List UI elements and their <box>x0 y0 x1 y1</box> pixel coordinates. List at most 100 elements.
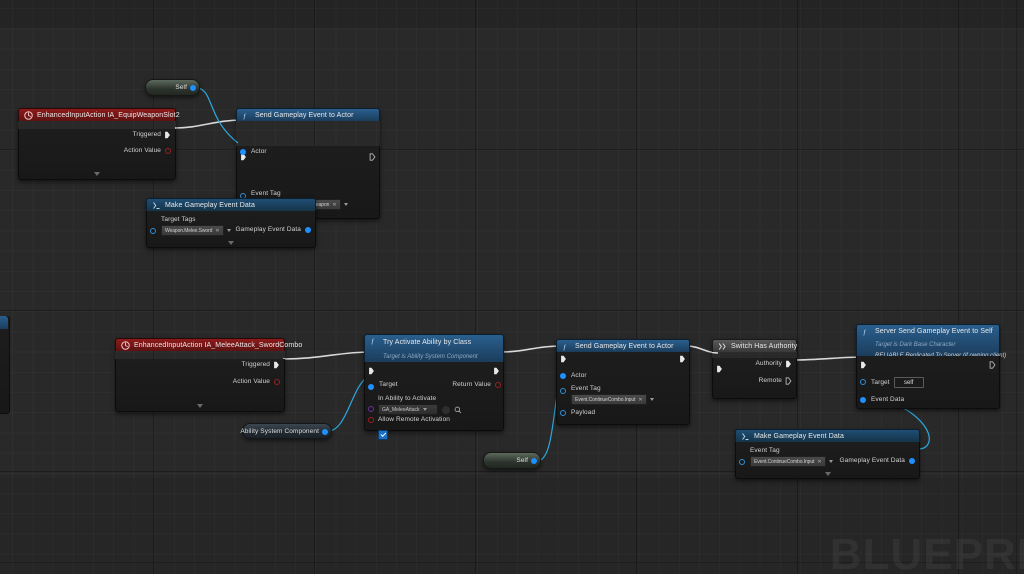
data-in-pin-payload-combo[interactable] <box>560 410 566 416</box>
data-in-pin-event-tag-combo[interactable] <box>560 388 566 394</box>
pin-label-actor-equip: Actor <box>251 148 267 155</box>
exec-in-pin-send-equip[interactable] <box>240 153 247 161</box>
pin-gameplay-event-data-equip[interactable]: Gameplay Event Data <box>230 224 316 235</box>
chevron-down-icon[interactable] <box>226 229 231 232</box>
chevron-down-icon[interactable] <box>422 408 427 411</box>
ability-system-component-output-pin[interactable] <box>322 429 328 435</box>
exec-in-pin-try-activate[interactable] <box>368 367 375 375</box>
node-enhanced-input-melee-attack[interactable]: EnhancedInputAction IA_MeleeAttack_Sword… <box>115 338 302 412</box>
exec-out-pin-authority[interactable] <box>785 360 792 368</box>
node-switch-has-authority[interactable]: Switch Has Authority Authority Remote <box>712 339 797 399</box>
data-in-pin-target-tags-equip[interactable] <box>150 228 156 234</box>
data-out-pin-gameplay-event-data-combo[interactable] <box>909 457 915 464</box>
field-label-event-tag-make-combo: Event Tag <box>750 447 780 454</box>
exec-out-pin-send-equip[interactable] <box>369 153 376 161</box>
pin-target-server-send[interactable]: Target self <box>857 377 924 388</box>
pin-action-value-melee[interactable]: Action Value <box>116 376 284 387</box>
self-mid-output-pin[interactable] <box>531 458 537 464</box>
exec-in-pin-switch-authority[interactable] <box>716 365 723 373</box>
value-target-self[interactable]: self <box>893 377 924 388</box>
browse-asset-icon[interactable] <box>441 404 451 415</box>
event-icon <box>121 340 130 350</box>
checkbox-allow-remote-activation[interactable] <box>378 429 388 440</box>
node-header-send-event-combo[interactable]: f Send Gameplay Event to Actor <box>556 339 690 352</box>
tag-remove-icon[interactable]: ✕ <box>215 227 220 234</box>
tag-chip-event-tag-make-combo[interactable]: Event.ContinueCombo.Input ✕ <box>750 456 826 467</box>
self-node-top[interactable]: Self <box>145 79 200 96</box>
node-header-try-activate[interactable]: f Try Activate Ability by Class Target i… <box>364 334 504 362</box>
tag-remove-icon[interactable]: ✕ <box>332 201 337 208</box>
pin-triggered-melee[interactable]: Triggered <box>116 359 284 370</box>
search-icon[interactable] <box>454 406 462 414</box>
field-event-tag-make-combo[interactable]: Event Tag Event.ContinueCombo.Input ✕ <box>750 447 833 467</box>
data-in-pin-event-data-server-send[interactable] <box>860 397 866 403</box>
node-enhanced-input-equip-weapon[interactable]: EnhancedInputAction IA_EquipWeaponSlot2 … <box>18 108 180 180</box>
node-header-equip-event[interactable]: EnhancedInputAction IA_EquipWeaponSlot2 <box>18 108 180 121</box>
pin-authority[interactable]: Authority <box>713 358 796 369</box>
node-header-send-event-equip[interactable]: f Send Gameplay Event to Actor <box>236 108 380 121</box>
field-ability-to-activate[interactable]: In Ability to Activate GA_MeleeAttack <box>378 395 462 415</box>
pin-remote[interactable]: Remote <box>713 375 796 386</box>
pin-actor-equip[interactable]: Actor <box>237 146 379 157</box>
node-header-server-send[interactable]: f Server Send Gameplay Event to Self Tar… <box>856 324 1006 359</box>
tag-chip-target-tags-equip[interactable]: Weapon.Melee.Sword ✕ <box>161 225 224 236</box>
pin-label-target-server-send: Target <box>871 379 890 386</box>
tag-remove-icon[interactable]: ✕ <box>817 458 822 465</box>
svg-text:f: f <box>564 344 567 351</box>
node-ability-system-component[interactable]: Ability System Component <box>240 423 332 439</box>
pin-gameplay-event-data-combo[interactable]: Gameplay Event Data <box>834 455 920 466</box>
data-in-pin-actor-equip[interactable] <box>240 149 246 155</box>
pin-actor-combo[interactable]: Actor <box>557 370 593 381</box>
node-header-melee-event[interactable]: EnhancedInputAction IA_MeleeAttack_Sword… <box>115 338 302 351</box>
node-expander-equip-event[interactable] <box>94 172 100 176</box>
pin-event-data-server-send[interactable]: Event Data <box>857 394 910 405</box>
node-title-equip-event: EnhancedInputAction IA_EquipWeaponSlot2 <box>37 111 180 119</box>
pin-action-value-equip[interactable]: Action Value <box>19 145 175 156</box>
exec-out-pin-triggered[interactable] <box>164 131 171 139</box>
make-struct-icon <box>742 432 749 440</box>
data-in-pin-target-server-send[interactable] <box>860 379 866 385</box>
data-in-pin-target-try-activate[interactable] <box>368 384 374 390</box>
node-send-gameplay-event-combo[interactable]: f Send Gameplay Event to Actor Actor Eve… <box>556 339 690 425</box>
field-target-tags-equip[interactable]: Target Tags Weapon.Melee.Sword ✕ <box>161 216 231 236</box>
node-header-switch-authority[interactable]: Switch Has Authority <box>712 339 797 352</box>
node-make-gameplay-event-data-combo[interactable]: Make Gameplay Event Data Event Tag Event… <box>735 429 920 479</box>
data-out-pin-action-value[interactable] <box>165 147 171 154</box>
chevron-down-icon[interactable] <box>649 398 654 401</box>
ability-system-component-label: Ability System Component <box>240 427 319 435</box>
chevron-down-icon[interactable] <box>828 460 833 463</box>
exec-out-pin-try-activate[interactable] <box>493 367 500 375</box>
exec-out-pin-remote[interactable] <box>785 376 792 385</box>
data-in-pin-ability-class[interactable] <box>368 406 374 412</box>
node-expander-melee-event[interactable] <box>197 404 203 408</box>
field-event-tag-combo[interactable]: Event Tag Event.ContinueCombo.Input ✕ <box>571 385 654 405</box>
self-node-mid[interactable]: Self <box>483 452 541 469</box>
tag-remove-icon[interactable]: ✕ <box>638 396 643 403</box>
node-header-make-event-equip[interactable]: Make Gameplay Event Data <box>146 198 316 211</box>
pin-payload-combo[interactable]: Payload <box>557 407 601 418</box>
exec-out-pin-send-combo[interactable] <box>679 355 686 363</box>
data-in-pin-actor-combo[interactable] <box>560 373 566 379</box>
data-out-pin-action-value-melee[interactable] <box>274 378 280 385</box>
exec-in-pin-send-combo[interactable] <box>560 355 567 363</box>
node-server-send-gameplay-event-to-self[interactable]: f Server Send Gameplay Event to Self Tar… <box>856 324 1006 409</box>
field-allow-remote-activation[interactable]: Allow Remote Activation <box>378 416 450 441</box>
chevron-down-icon[interactable] <box>343 203 348 206</box>
node-expander-make-event-combo[interactable] <box>824 472 831 476</box>
data-out-pin-return-value[interactable] <box>495 381 501 388</box>
data-out-pin-gameplay-event-data-equip[interactable] <box>305 226 311 233</box>
node-try-activate-ability-by-class[interactable]: f Try Activate Ability by Class Target i… <box>364 334 504 440</box>
data-in-pin-event-tag-make-combo[interactable] <box>739 459 745 465</box>
node-make-gameplay-event-data-equip[interactable]: Make Gameplay Event Data Target Tags Wea… <box>146 198 316 248</box>
node-expander-make-event-equip[interactable] <box>228 241 234 245</box>
exec-out-pin-triggered-melee[interactable] <box>273 361 280 369</box>
exec-in-pin-server-send[interactable] <box>860 361 867 369</box>
tag-chip-event-tag-combo[interactable]: Event.ContinueCombo.Input ✕ <box>571 394 647 405</box>
data-in-pin-allow-remote[interactable] <box>368 417 374 423</box>
exec-out-pin-server-send[interactable] <box>989 361 996 369</box>
node-header-make-event-combo[interactable]: Make Gameplay Event Data <box>735 429 920 442</box>
combo-ability-to-activate[interactable]: GA_MeleeAttack <box>378 404 438 415</box>
pin-triggered-equip[interactable]: Triggered <box>19 129 175 140</box>
self-output-pin[interactable] <box>190 85 196 91</box>
